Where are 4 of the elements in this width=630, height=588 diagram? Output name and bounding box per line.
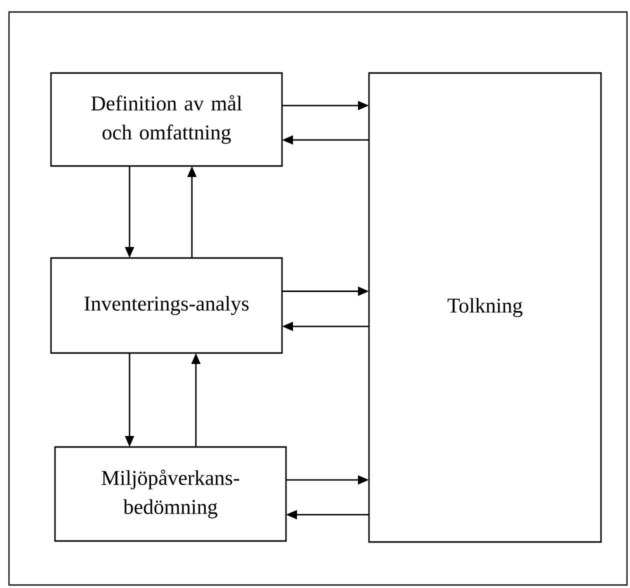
process-box: Inventerings-analys bbox=[50, 257, 283, 354]
process-box: Tolkning bbox=[368, 72, 602, 543]
process-box: Definition av mål och omfattning bbox=[50, 72, 283, 167]
process-box: Miljöpåverkans-bedömning bbox=[54, 446, 287, 542]
